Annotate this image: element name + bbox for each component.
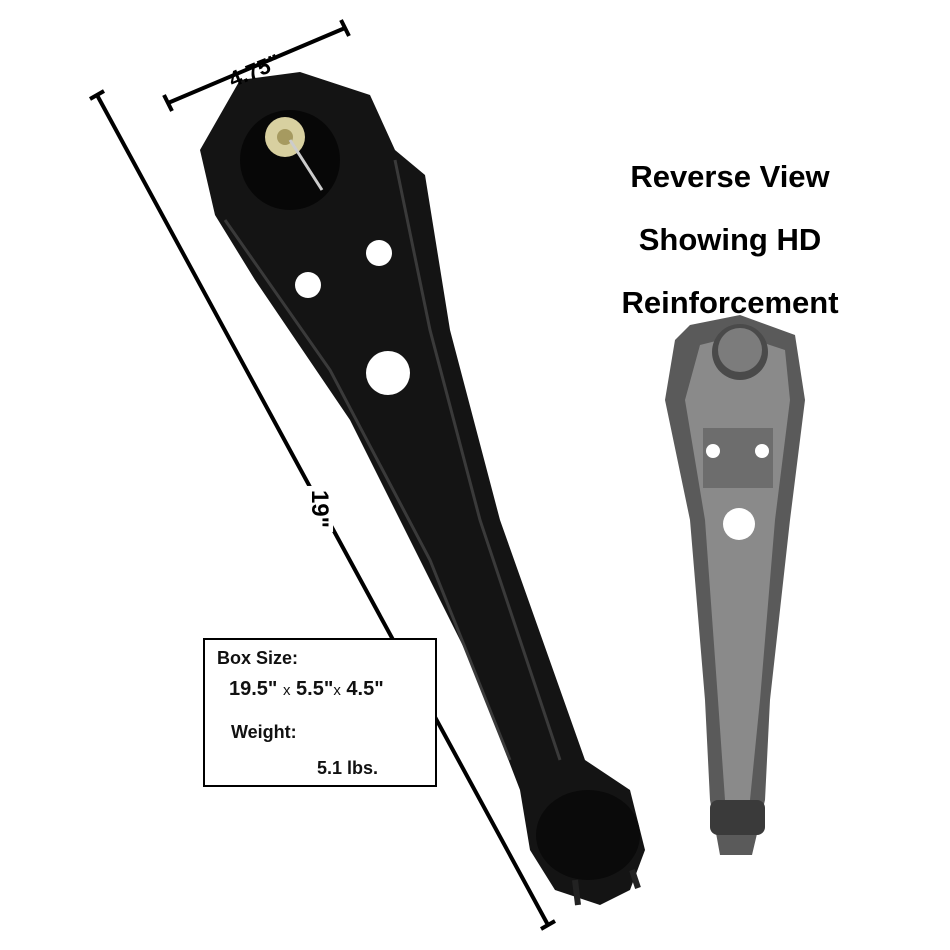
box-size-info: Box Size: 19.5" x 5.5"x 4.5" Weight: 5.1… bbox=[203, 638, 437, 787]
reverse-view-caption: Reverse View Showing HD Reinforcement bbox=[585, 145, 875, 334]
caption-line: Reverse View bbox=[630, 159, 830, 194]
separator: x bbox=[333, 682, 341, 699]
bushing bbox=[536, 790, 640, 880]
caption-line: Showing HD bbox=[638, 222, 822, 257]
caption-line: Reinforcement bbox=[621, 285, 839, 320]
width-dimension-line bbox=[162, 19, 351, 112]
box-length: 19.5" bbox=[229, 678, 278, 700]
control-arm-front bbox=[200, 72, 645, 906]
box-dimensions: 19.5" x 5.5"x 4.5" bbox=[229, 678, 384, 701]
length-dimension-label: 19" bbox=[305, 485, 334, 533]
weight-label: Weight: bbox=[231, 722, 297, 742]
box-size-label: Box Size: bbox=[217, 648, 299, 668]
separator: x bbox=[282, 682, 291, 699]
cotter-pin bbox=[288, 139, 324, 191]
control-arm-reverse bbox=[665, 315, 805, 855]
box-height: 4.5" bbox=[346, 678, 384, 700]
box-width: 5.5" bbox=[296, 678, 334, 700]
weight-value: 5.1 lbs. bbox=[317, 758, 379, 778]
